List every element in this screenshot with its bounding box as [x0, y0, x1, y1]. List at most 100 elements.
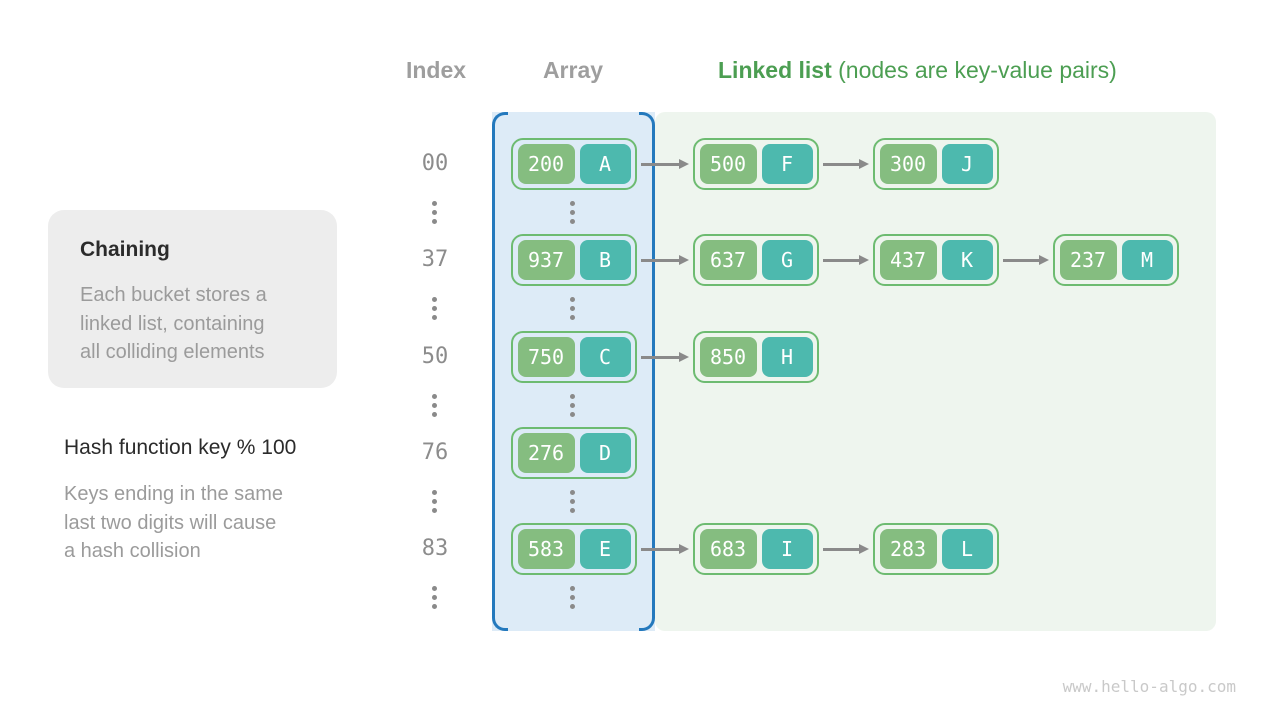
- arrow-head: [859, 544, 869, 554]
- ellipsis-icon: [432, 201, 437, 224]
- dot: [570, 508, 575, 513]
- array-bracket-right: [639, 112, 655, 631]
- arrow-right-icon: [823, 159, 869, 169]
- ellipsis-icon: [432, 586, 437, 609]
- arrow-right-icon: [641, 544, 689, 554]
- dot: [432, 219, 437, 224]
- dot: [570, 201, 575, 206]
- dot: [570, 297, 575, 302]
- dot: [570, 403, 575, 408]
- node-value: A: [579, 144, 631, 184]
- dot: [570, 595, 575, 600]
- dot: [570, 490, 575, 495]
- dot: [432, 201, 437, 206]
- arrow-line: [641, 258, 679, 262]
- column-header-index: Index: [405, 57, 467, 83]
- array-bracket-left: [492, 112, 508, 631]
- dot: [432, 412, 437, 417]
- dot: [570, 499, 575, 504]
- node-value: I: [761, 529, 813, 569]
- info-card-line: Each bucket stores a: [80, 284, 267, 306]
- arrow-head: [859, 159, 869, 169]
- node-key: 200: [517, 144, 575, 184]
- node-value: G: [761, 240, 813, 280]
- info-card-title: Chaining: [80, 238, 170, 261]
- bucket-index: 76: [421, 440, 449, 465]
- ellipsis-icon: [570, 297, 575, 320]
- dot: [432, 499, 437, 504]
- ellipsis-icon: [432, 490, 437, 513]
- node-value: F: [761, 144, 813, 184]
- dot: [432, 490, 437, 495]
- arrow-head: [859, 255, 869, 265]
- node-value: C: [579, 337, 631, 377]
- node-key: 637: [699, 240, 757, 280]
- bucket-index: 37: [421, 247, 449, 272]
- dot: [432, 306, 437, 311]
- dot: [570, 412, 575, 417]
- node-value: E: [579, 529, 631, 569]
- dot: [432, 586, 437, 591]
- node-key: 283: [879, 529, 937, 569]
- arrow-head: [679, 544, 689, 554]
- node-key: 276: [517, 433, 575, 473]
- column-header-array: Array: [542, 57, 604, 83]
- arrow-head: [679, 255, 689, 265]
- arrow-right-icon: [823, 255, 869, 265]
- dot: [432, 394, 437, 399]
- node-value: K: [941, 240, 993, 280]
- arrow-right-icon: [1003, 255, 1049, 265]
- dot: [432, 403, 437, 408]
- node-key: 583: [517, 529, 575, 569]
- node-key: 300: [879, 144, 937, 184]
- dot: [570, 210, 575, 215]
- node-value: B: [579, 240, 631, 280]
- dot: [432, 595, 437, 600]
- node-key: 237: [1059, 240, 1117, 280]
- ellipsis-icon: [570, 490, 575, 513]
- arrow-line: [641, 162, 679, 166]
- column-header-linked-list: Linked list (nodes are key-value pairs): [718, 57, 1117, 84]
- arrow-head: [679, 352, 689, 362]
- hash-note: Hash function key % 100 Keys ending in t…: [64, 436, 364, 566]
- node-key: 937: [517, 240, 575, 280]
- dot: [570, 604, 575, 609]
- node-value: D: [579, 433, 631, 473]
- dot: [432, 210, 437, 215]
- ellipsis-icon: [432, 297, 437, 320]
- hash-note-line: last two digits will cause: [64, 511, 277, 534]
- arrow-head: [679, 159, 689, 169]
- ellipsis-icon: [570, 586, 575, 609]
- node-key: 850: [699, 337, 757, 377]
- arrow-right-icon: [823, 544, 869, 554]
- dot: [570, 219, 575, 224]
- ellipsis-icon: [432, 394, 437, 417]
- dot: [570, 306, 575, 311]
- dot: [570, 394, 575, 399]
- node-value: J: [941, 144, 993, 184]
- arrow-line: [823, 547, 859, 551]
- arrow-line: [641, 355, 679, 359]
- bucket-index: 50: [421, 344, 449, 369]
- hash-note-line: a hash collision: [64, 540, 201, 562]
- arrow-line: [1003, 258, 1039, 262]
- linked-list-title: Linked list: [718, 57, 832, 83]
- arrow-line: [823, 162, 859, 166]
- node-key: 500: [699, 144, 757, 184]
- dot: [570, 315, 575, 320]
- bucket-index: 00: [421, 151, 449, 176]
